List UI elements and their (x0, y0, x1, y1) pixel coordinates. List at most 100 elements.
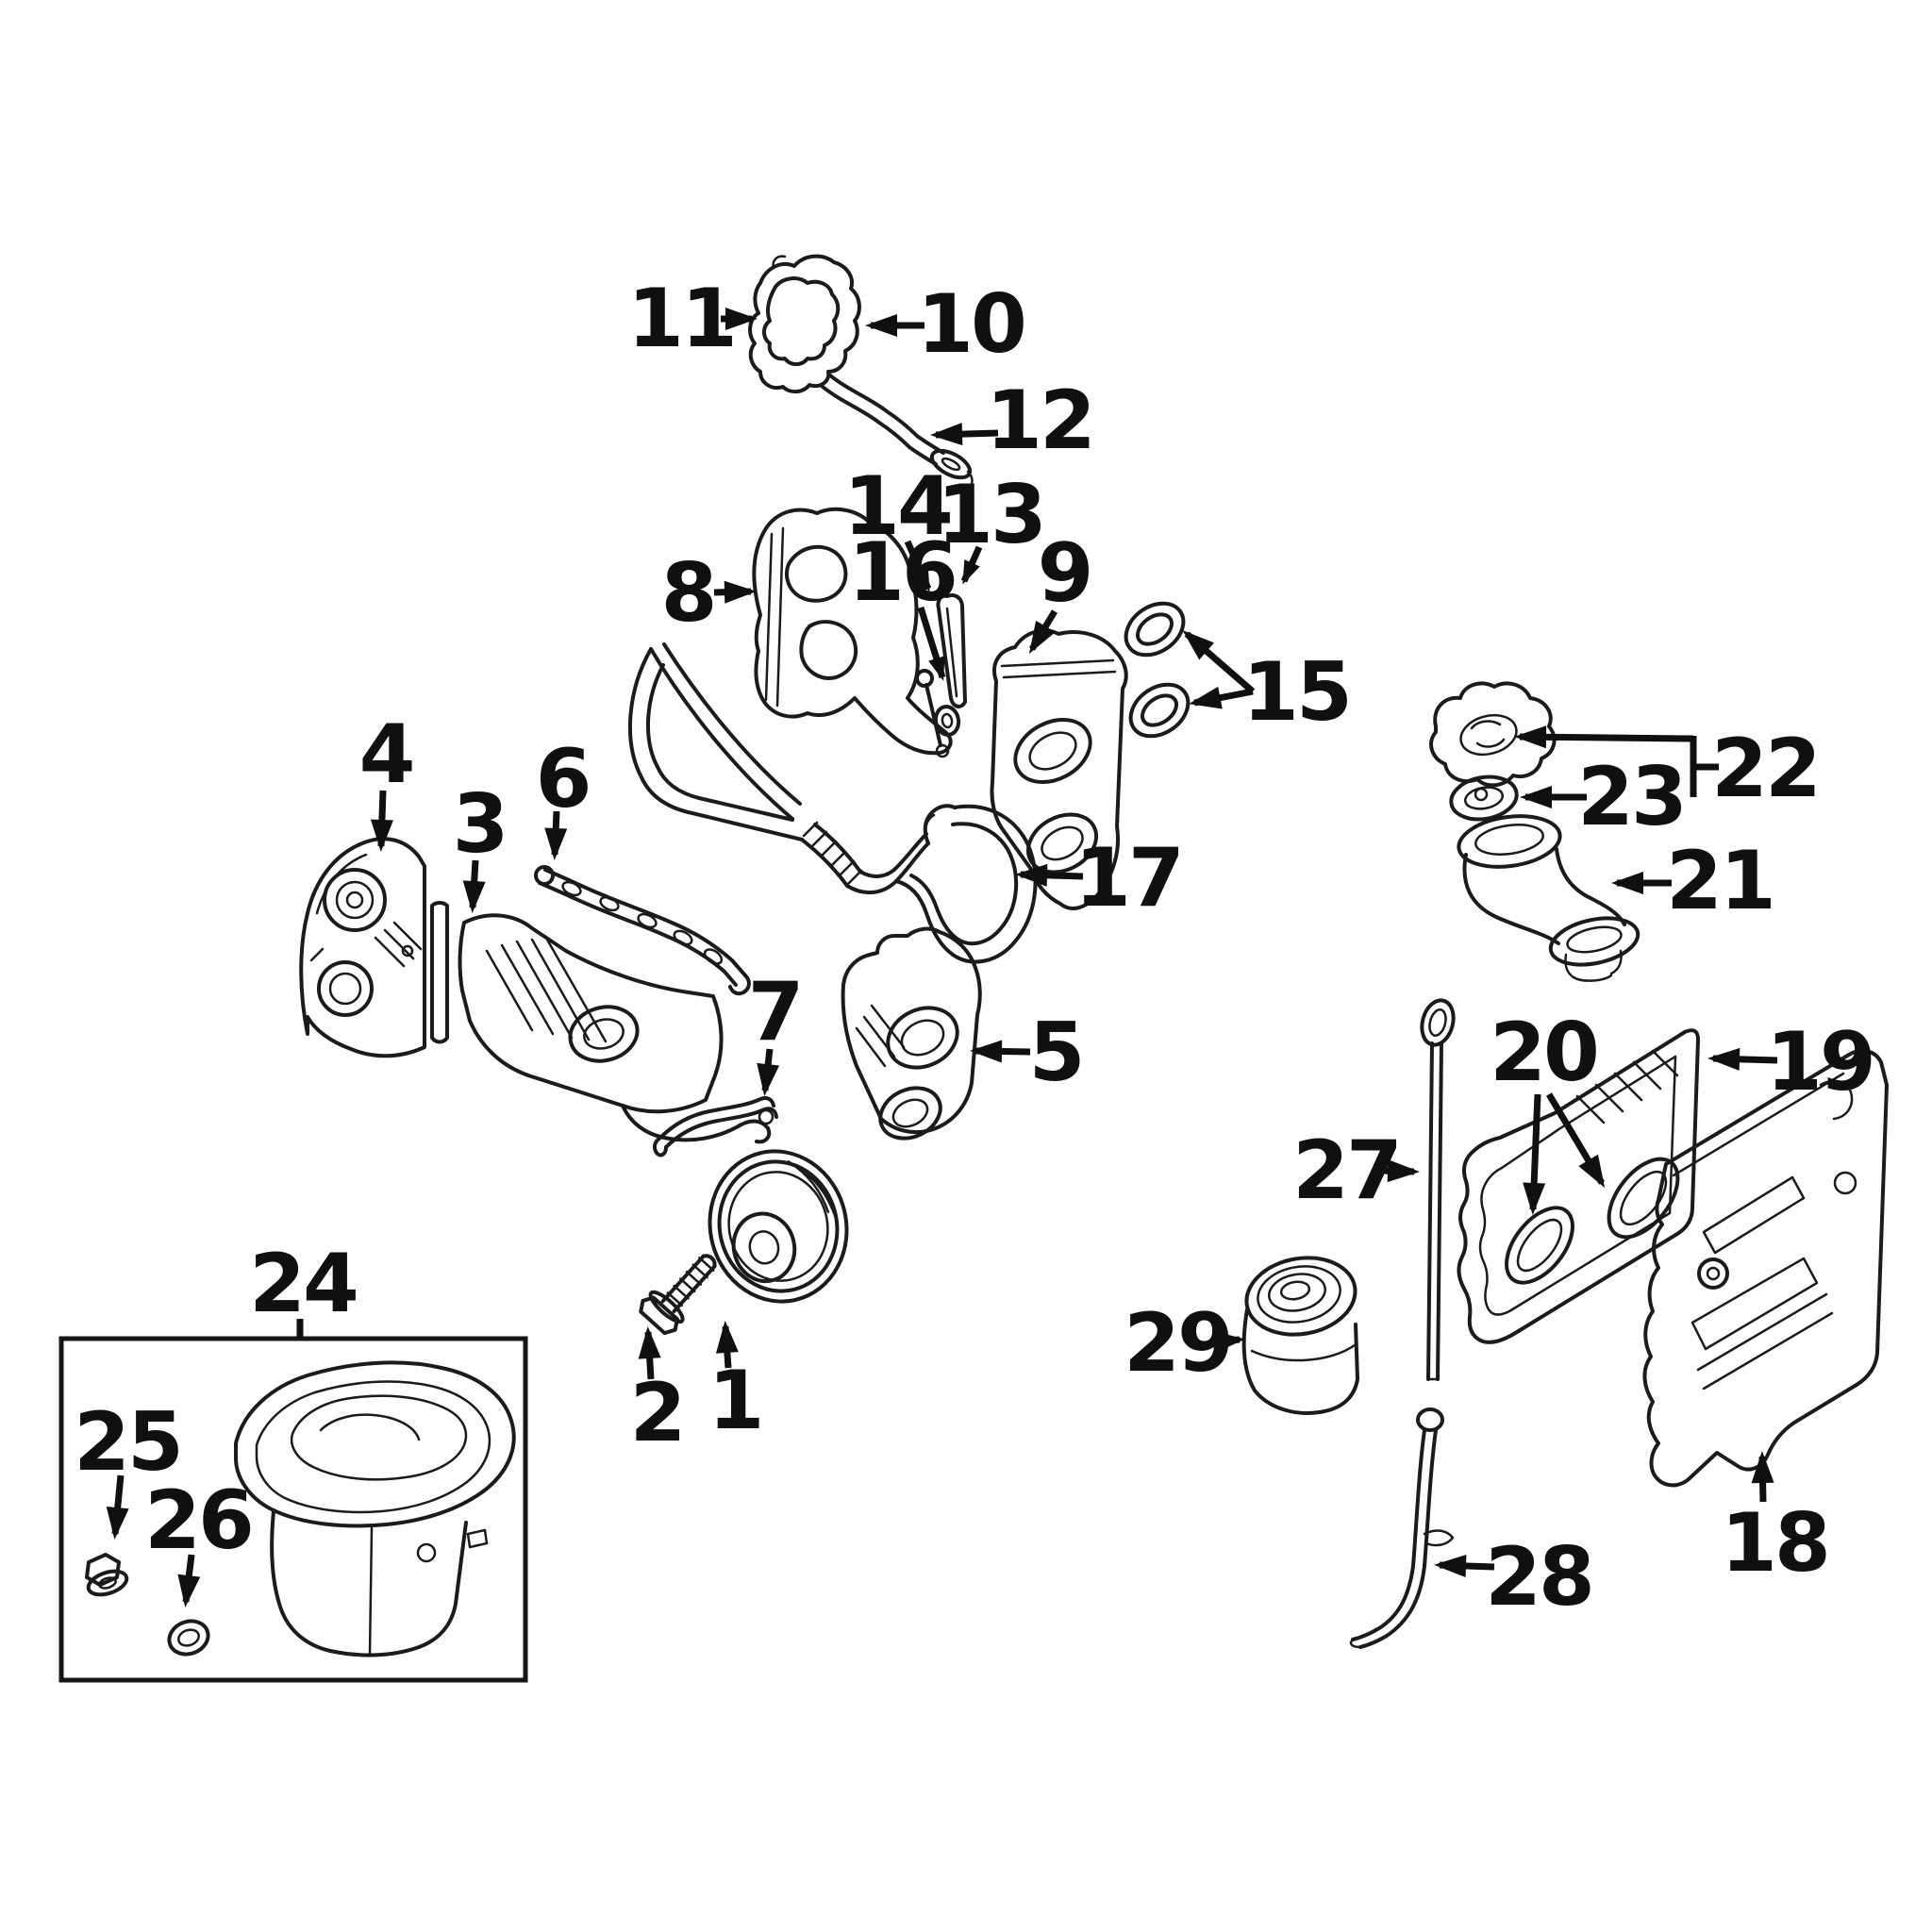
callout-number-7: 7 (748, 965, 802, 1059)
callout-number-28: 28 (1485, 1530, 1592, 1624)
callout-arrow-26 (177, 1554, 201, 1607)
callout-arrow-28 (1434, 1554, 1495, 1577)
gasket-strip-drawing (821, 374, 974, 491)
callout-20: 20 (1490, 1006, 1606, 1215)
valve-cover-gasket-drawing (1457, 1028, 1700, 1344)
callout-arrow-17 (1015, 863, 1084, 887)
crank-pulley-drawing (708, 1149, 849, 1304)
callout-arrow-4 (370, 790, 393, 852)
callout-number-5: 5 (1029, 1006, 1083, 1100)
callout-number-1: 1 (708, 1354, 762, 1448)
callout-arrow-20 (1545, 1092, 1606, 1189)
callout-number-22: 22 (1711, 722, 1819, 816)
callout-6: 6 (536, 732, 591, 860)
callout-21: 21 (1611, 834, 1776, 928)
callout-15: 15 (1182, 630, 1353, 740)
callout-arrow-1 (715, 1321, 739, 1369)
callout-4: 4 (359, 708, 415, 852)
callout-arrow-14 (904, 540, 932, 592)
callout-number-4: 4 (359, 708, 413, 802)
callout-number-24: 24 (249, 1237, 357, 1331)
dipstick-tube-drawing (1349, 1407, 1455, 1649)
callout-arrow-2 (638, 1326, 661, 1380)
tensioner-small-parts-drawing (915, 593, 967, 758)
oil-filter-drawing (1241, 1256, 1359, 1415)
callout-arrow-12 (930, 423, 999, 446)
callout-28: 28 (1434, 1530, 1595, 1624)
callout-number-14: 14 (843, 459, 951, 554)
callout-3: 3 (453, 777, 508, 913)
callout-9: 9 (1028, 526, 1093, 655)
callout-arrow-15 (1182, 630, 1256, 694)
oil-pan-box-frame (58, 1336, 528, 1683)
oil-filler-duct-drawing (1457, 814, 1641, 982)
callout-25: 25 (74, 1395, 184, 1540)
callout-number-20: 20 (1490, 1006, 1597, 1100)
callout-1: 1 (708, 1321, 764, 1448)
callout-12: 12 (930, 374, 1096, 468)
callout-number-18: 18 (1721, 1496, 1828, 1591)
front-timing-cover-left-drawing (299, 837, 449, 1058)
callout-11: 11 (627, 272, 758, 366)
callout-number-15: 15 (1242, 645, 1350, 740)
callout-arrow-27 (1382, 1159, 1420, 1183)
callout-24: 24 (249, 1237, 359, 1339)
dipstick-drawing (1420, 998, 1456, 1381)
callout-arrow-22 (1514, 725, 1694, 749)
callout-number-21: 21 (1666, 834, 1774, 928)
callout-arrow-16 (917, 606, 946, 681)
callout-number-8: 8 (661, 546, 715, 641)
callout-arrow-19 (1707, 1047, 1778, 1071)
callout-29: 29 (1124, 1296, 1245, 1391)
oring-seals-drawing (1124, 601, 1191, 739)
timing-belt-drawing (628, 642, 1038, 964)
callout-number-25: 25 (74, 1395, 181, 1490)
callout-arrow-29 (1212, 1330, 1245, 1354)
callout-16: 16 (848, 525, 958, 681)
callout-number-27: 27 (1292, 1124, 1400, 1218)
callout-23: 23 (1520, 750, 1688, 844)
callout-arrow-9 (1028, 609, 1058, 655)
callout-5: 5 (970, 1006, 1085, 1100)
callout-number-6: 6 (536, 732, 590, 826)
cam-cover-gasket-drawing (748, 254, 861, 393)
callout-arrow-6 (544, 810, 568, 860)
cover-gasket-strip-7-drawing (652, 1096, 778, 1158)
callout-arrow-15 (1189, 686, 1254, 709)
callout-number-10: 10 (917, 277, 1024, 372)
callout-arrow-20 (1523, 1093, 1546, 1215)
filler-cap-gasket-drawing (1449, 774, 1519, 822)
callout-7: 7 (748, 965, 804, 1096)
callout-number-11: 11 (627, 272, 735, 366)
callout-10: 10 (865, 277, 1027, 372)
drain-plug-gasket-drawing (167, 1619, 210, 1657)
callout-arrow-13 (960, 545, 983, 585)
callout-17: 17 (1015, 831, 1185, 925)
rocker-cover-drawing (1642, 1048, 1889, 1488)
callout-arrow-3 (462, 859, 486, 913)
callout-arrow-18 (1751, 1451, 1774, 1503)
callout-arrow-25 (106, 1474, 129, 1540)
callout-26: 26 (144, 1474, 255, 1607)
callout-number-17: 17 (1074, 831, 1182, 925)
callout-number-16: 16 (848, 525, 956, 620)
callout-arrow-7 (757, 1048, 780, 1096)
pulley-bolt-drawing (639, 1254, 717, 1336)
callout-arrow-5 (970, 1040, 1031, 1063)
callout-number-29: 29 (1124, 1296, 1231, 1391)
front-timing-cover-center-drawing (458, 913, 772, 1144)
callout-number-12: 12 (986, 374, 1093, 468)
callout-number-9: 9 (1038, 526, 1091, 621)
oil-pan-drawing (234, 1360, 516, 1657)
callout-27: 27 (1292, 1124, 1420, 1218)
callout-2: 2 (630, 1326, 686, 1460)
cover-gasket-strip-6-drawing (534, 865, 751, 996)
callout-8: 8 (661, 546, 757, 641)
front-timing-cover-right-drawing (841, 926, 982, 1141)
callout-19: 19 (1707, 1015, 1876, 1109)
callout-number-19: 19 (1766, 1015, 1874, 1109)
callout-number-3: 3 (453, 777, 507, 872)
callout-number-2: 2 (630, 1366, 684, 1460)
